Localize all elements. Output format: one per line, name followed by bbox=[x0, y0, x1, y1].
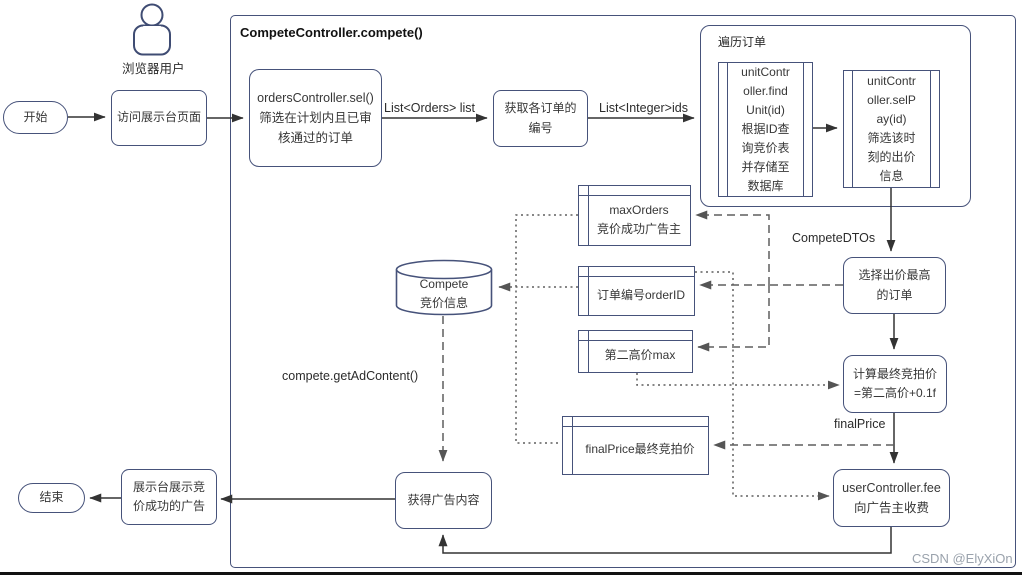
csdn-watermark: CSDN @ElyXiOn bbox=[912, 551, 1013, 566]
list-orders-label: List<Orders> list bbox=[384, 101, 476, 115]
loop-orders-title: 遍历订单 bbox=[718, 35, 767, 49]
loop-orders-container bbox=[700, 25, 971, 207]
edge-choose-max-to-second-max bbox=[697, 285, 770, 352]
edge-max-orders-to-final-price-store bbox=[515, 214, 578, 444]
edge-choose-max-to-max-orders bbox=[695, 210, 770, 285]
second-max-store: 第二高价max bbox=[578, 330, 693, 373]
edge-fee-to-get-content bbox=[438, 527, 892, 554]
compete-db: Compete 竞价信息 bbox=[395, 259, 493, 316]
start-node: 开始 bbox=[3, 101, 68, 134]
edge-second-max-to-calc bbox=[636, 373, 840, 390]
compete-controller-title: CompeteController.compete() bbox=[240, 25, 423, 40]
final-price-store: finalPrice最终竞拍价 bbox=[562, 416, 709, 475]
compete-dtos-label: CompeteDTOs bbox=[792, 231, 876, 245]
fee-node: userController.fee 向广告主收费 bbox=[833, 469, 950, 527]
bottom-divider bbox=[0, 572, 1022, 575]
max-orders-store: maxOrders 竞价成功广告主 bbox=[578, 185, 691, 246]
end-node: 结束 bbox=[18, 483, 85, 513]
orders-sel-node: ordersController.sel() 筛选在计划内且已审 核通过的订单 bbox=[249, 69, 382, 167]
get-ad-content-label: compete.getAdContent() bbox=[282, 369, 419, 383]
edge-order-id-to-fee bbox=[695, 271, 830, 501]
database-cylinder-icon bbox=[395, 259, 493, 316]
find-unit-node: unitContr oller.find Unit(id) 根据ID查 询竞价表… bbox=[718, 62, 813, 197]
browser-user-icon bbox=[133, 3, 171, 56]
browser-user-label: 浏览器用户 bbox=[122, 62, 185, 76]
list-ids-label: List<Integer>ids bbox=[599, 101, 688, 115]
compete-controller-container bbox=[230, 15, 1016, 568]
visit-page-node: 访问展示台页面 bbox=[111, 90, 207, 146]
choose-max-node: 选择出价最高 的订单 bbox=[843, 257, 946, 314]
compete-db-label: Compete 竞价信息 bbox=[419, 276, 469, 310]
calc-final-node: 计算最终竞拍价 =第二高价+0.1f bbox=[843, 355, 947, 413]
order-id-store: 订单编号orderID bbox=[578, 266, 695, 316]
show-ad-node: 展示台展示竞 价成功的广告 bbox=[121, 469, 217, 525]
get-ids-node: 获取各订单的 编号 bbox=[493, 90, 588, 147]
get-content-node: 获得广告内容 bbox=[395, 472, 492, 529]
sel-pay-node: unitContr oller.selP ay(id) 筛选该时 刻的出价 信息 bbox=[843, 70, 940, 188]
final-price-label: finalPrice bbox=[834, 417, 886, 431]
